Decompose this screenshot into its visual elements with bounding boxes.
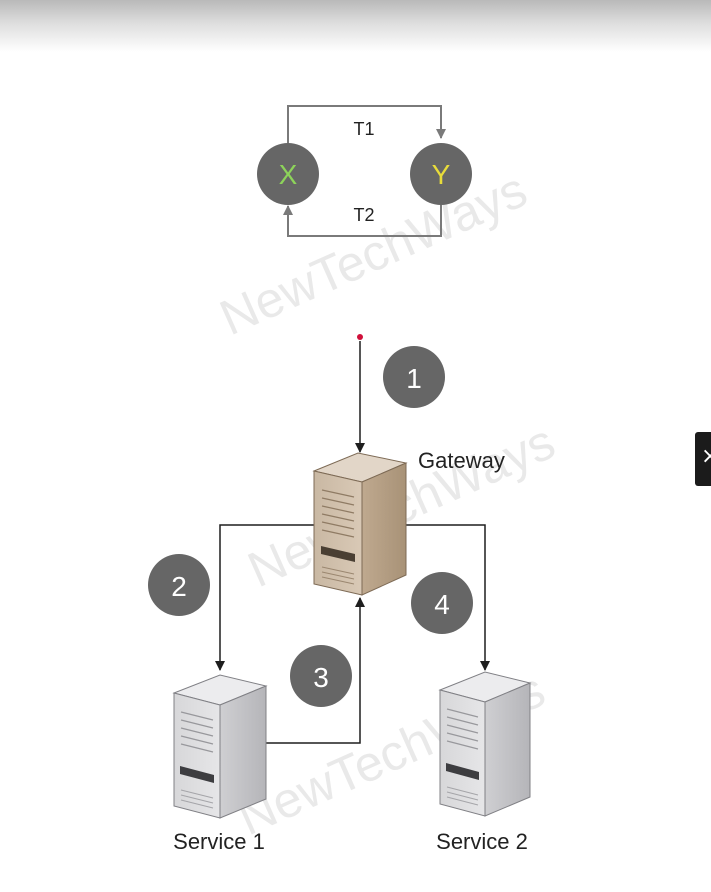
state-diagram: T1 T2 X Y (257, 105, 472, 237)
transition-t1-arrow (287, 105, 446, 143)
gateway-to-service1-arrow (215, 524, 314, 671)
service1-to-gateway-arrow (266, 597, 365, 744)
step-badge-2-label: 2 (171, 571, 187, 602)
step-badge-3-label: 3 (313, 662, 329, 693)
step-badge-4-label: 4 (434, 589, 450, 620)
step-badge-3 (290, 645, 352, 707)
transition-t2-arrow (283, 205, 442, 237)
state-node-y (410, 143, 472, 205)
service1-server-icon (172, 674, 268, 819)
gateway-server-icon (312, 452, 408, 596)
step-badge-4 (411, 572, 473, 634)
top-shade (0, 0, 711, 52)
gateway-label: Gateway (418, 448, 505, 473)
transition-t1-label: T1 (353, 119, 374, 139)
watermark-top: NewTechWays (212, 161, 535, 346)
service1-label: Service 1 (173, 829, 265, 854)
transition-t2-label: T2 (353, 205, 374, 225)
service2-label: Service 2 (436, 829, 528, 854)
request-origin-dot (357, 334, 363, 340)
service2-server-icon (438, 671, 532, 817)
step-badge-1-label: 1 (406, 363, 422, 394)
state-node-y-label: Y (432, 159, 451, 190)
close-icon: × (701, 444, 711, 469)
state-node-x (257, 143, 319, 205)
step-badge-2 (148, 554, 210, 616)
state-node-x-label: X (279, 159, 298, 190)
side-panel-close-tab[interactable]: × (695, 432, 711, 486)
gateway-to-service2-arrow (406, 524, 490, 671)
flow-diagram: 1 2 3 4 Gateway (148, 334, 532, 854)
step-badge-1 (383, 346, 445, 408)
